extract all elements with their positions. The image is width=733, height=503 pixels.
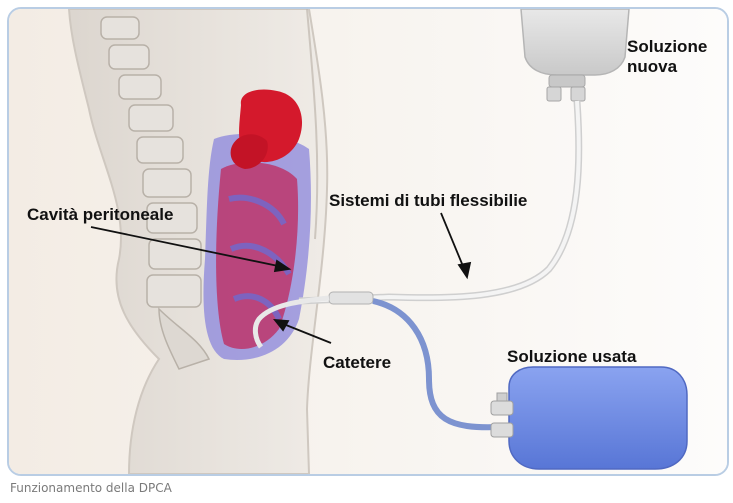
label-tubing: Sistemi di tubi flessibilie xyxy=(329,191,527,211)
figure-caption: Funzionamento della DPCA xyxy=(10,481,172,495)
label-new-solution: Soluzione nuova xyxy=(627,37,707,76)
label-new-solution-line2: nuova xyxy=(627,57,677,76)
used-solution-bag xyxy=(491,367,687,469)
label-catheter: Catetere xyxy=(323,353,391,373)
illustration-frame: Soluzione nuova Sistemi di tubi flessibi… xyxy=(7,7,729,476)
label-used-solution: Soluzione usata xyxy=(507,347,636,367)
label-peritoneal-cavity: Cavità peritoneale xyxy=(27,205,173,225)
label-new-solution-line1: Soluzione xyxy=(627,37,707,56)
tube-connector xyxy=(329,292,373,304)
capd-diagram xyxy=(9,9,727,474)
